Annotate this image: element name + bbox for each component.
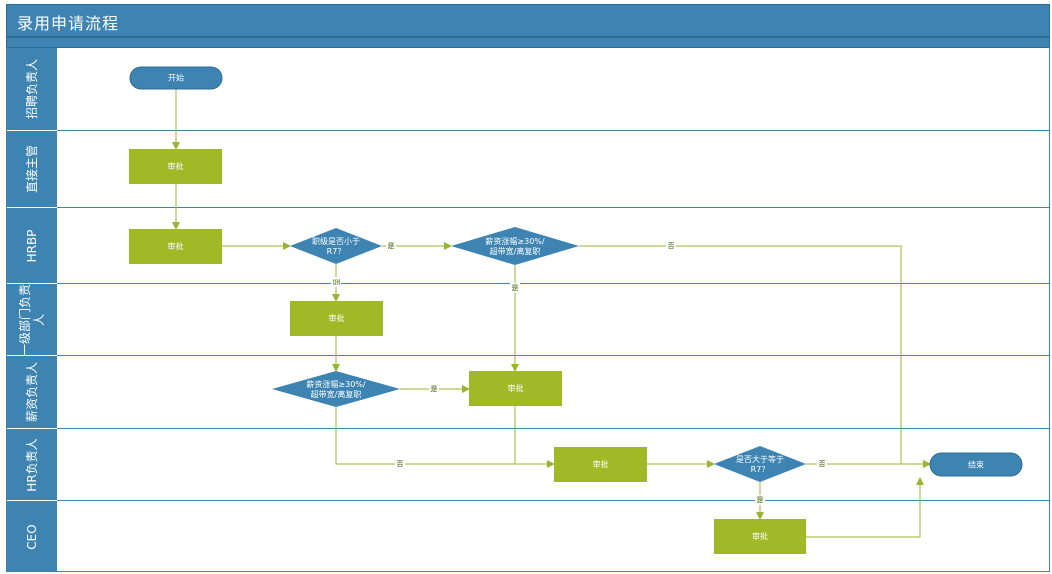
- decision-salary-comp-line2: 超带宽/离复职: [311, 389, 362, 399]
- lane-label-dept-head: 一级部门负责 人: [6, 283, 57, 356]
- decision-salary-comp-line1: 薪资涨幅≥30%/: [306, 379, 365, 389]
- edge-label-salary-comp-no: 否: [397, 460, 404, 468]
- right-border: [1049, 48, 1050, 572]
- approve-ceo-label: 审批: [752, 531, 768, 541]
- edge-label-bg: [331, 277, 341, 287]
- decision-salary-hrbp-line2: 超带宽/离复职: [490, 246, 541, 256]
- approve-dept-label: 审批: [329, 313, 345, 323]
- lane-body-recruiter: [57, 48, 1050, 131]
- lane-label-supervisor: 直接主管: [6, 131, 57, 208]
- edge-label-salary-hrbp-no: 否: [668, 242, 675, 250]
- lane-body-hrbp: [57, 208, 1050, 284]
- approve-supervisor-label: 审批: [168, 161, 184, 171]
- decision-salary-hrbp-line1: 薪资涨幅≥30%/: [485, 236, 544, 246]
- decision-r7-line2: R7？: [751, 465, 770, 474]
- edge-salary-comp-no: [335, 407, 555, 468]
- page-header: 录用申请流程: [6, 4, 1050, 37]
- approve-hr-label: 审批: [593, 459, 609, 469]
- end-terminal: [929, 452, 1023, 477]
- edge-ceo-end: [806, 477, 924, 538]
- approve-supervisor-box: [129, 149, 222, 184]
- edge-label-bg: [666, 241, 676, 251]
- edge-comp-hr: [514, 406, 554, 465]
- edge-label-rank-no: 否: [332, 279, 340, 286]
- decision-salary-hrbp-shape: [451, 227, 579, 265]
- approve-comp-label: 审批: [508, 383, 524, 393]
- end-label: 结束: [968, 460, 984, 470]
- approve-hrbp-box: [129, 229, 222, 264]
- lane-label-hrbp: HRBP: [6, 208, 57, 284]
- lane-body-supervisor: [57, 131, 1050, 208]
- decision-rank-line2: R7？: [327, 247, 346, 256]
- start-label: 开始: [168, 73, 184, 83]
- left-border: [6, 48, 7, 572]
- edge-label-r7-yes: 是: [757, 496, 764, 504]
- decision-r7-line1: 是否大于等于: [736, 454, 784, 464]
- edge-label-bg: [395, 459, 405, 469]
- edge-labels: 是 否 否 是 是 否 否 是: [331, 241, 827, 505]
- edge-label-bg: [510, 283, 520, 293]
- lane-body-comp: [57, 356, 1050, 429]
- lane-body-dept-head: [57, 284, 1050, 356]
- lane-label-comp: 薪资负责人: [6, 356, 57, 429]
- lane-body-hr-head: [57, 429, 1050, 501]
- lane-label-hr-head: HR负责人: [6, 429, 57, 501]
- start-terminal: [129, 66, 223, 90]
- edge-label-bg: [755, 495, 765, 505]
- edge-label-rank-yes: 是: [388, 242, 395, 250]
- decision-rank-line1: 职级是否小于: [312, 236, 360, 246]
- approve-dept-box: [290, 301, 383, 336]
- edge-label-bg: [817, 459, 827, 469]
- approve-hrbp-label: 审批: [168, 241, 184, 251]
- approve-comp-box: [469, 371, 562, 406]
- header-strip: [6, 37, 1050, 48]
- edge-label-bg: [429, 384, 439, 394]
- page-title: 录用申请流程: [17, 14, 120, 33]
- lane-label-ceo: CEO: [6, 501, 57, 572]
- approve-ceo-box: [714, 519, 806, 554]
- decision-salary-comp-shape: [272, 371, 400, 407]
- decision-r7-shape: [714, 446, 806, 482]
- edge-label-salary-comp-yes: 是: [431, 385, 438, 393]
- lane-label-recruiter: 招聘负责人: [6, 48, 57, 131]
- lane-body-ceo: [57, 501, 1050, 572]
- edge-label-r7-no: 否: [819, 460, 826, 468]
- approve-hr-box: [554, 447, 647, 482]
- edge-label-salary-hrbp-yes: 是: [512, 284, 519, 292]
- edge-salary-hrbp-no: [579, 245, 931, 468]
- edge-label-bg: [386, 241, 396, 251]
- decision-rank-shape: [290, 228, 382, 264]
